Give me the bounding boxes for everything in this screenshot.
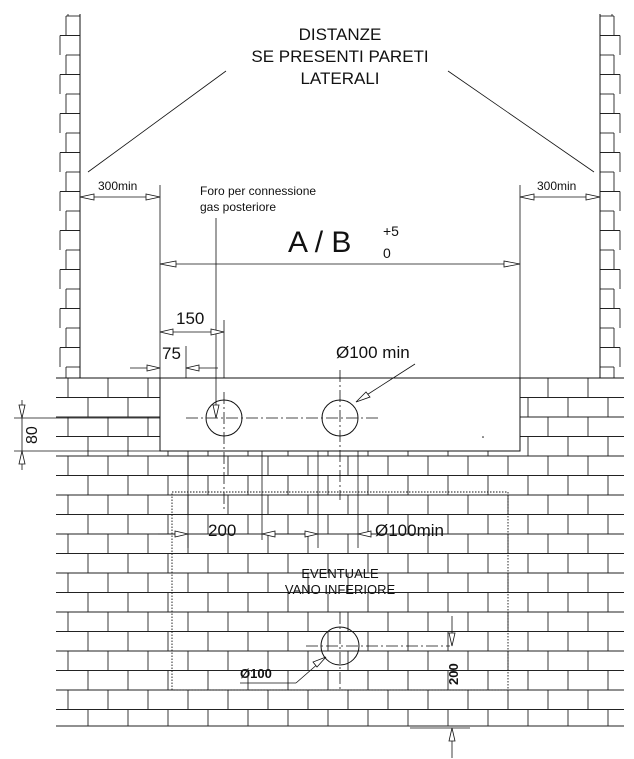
dim-200-arrow-a	[174, 530, 189, 538]
reference-dot	[482, 436, 484, 438]
left-distance-arrow-a	[79, 193, 95, 201]
main-dimension-arrow-b	[503, 260, 521, 268]
right-side-wall	[600, 14, 621, 378]
tolerance-plus: +5	[383, 223, 399, 239]
gas-note-arrow	[212, 404, 220, 419]
dim-80-arrow-a	[18, 404, 26, 419]
top-hole-arrow	[355, 391, 371, 403]
bottom-hole-arrow	[312, 656, 327, 668]
gas-note-line-1: Foro per connessione	[200, 184, 316, 198]
dim-150-arrow-b	[210, 328, 225, 336]
dim-200-vertical-arrow-b	[448, 727, 456, 742]
right-distance-label: 300min	[537, 179, 576, 193]
gas-note-line-2: gas posteriore	[200, 200, 276, 214]
bottom-hole-label: Ø100	[240, 666, 272, 681]
main-dimension-label: A / B	[288, 226, 351, 259]
top-hole-label: Ø100 min	[336, 343, 410, 362]
dim-150-arrow-a	[159, 328, 174, 336]
title-leader-left	[87, 70, 227, 173]
main-dimension-arrow-a	[159, 260, 177, 268]
dim-150-label: 150	[176, 309, 204, 328]
dim-80-label: 80	[24, 426, 41, 444]
right-distance-arrow-a	[519, 193, 535, 201]
top-hole-leader	[361, 363, 416, 399]
left-distance-label: 300min	[98, 179, 137, 193]
title-line-1: DISTANZE	[299, 25, 382, 44]
dim-75-arrow-b	[185, 364, 200, 372]
right-distance-arrow-b	[585, 193, 601, 201]
dim-75-label: 75	[162, 344, 181, 363]
tolerance-zero: 0	[383, 245, 391, 261]
title-line-2: SE PRESENTI PARETI	[251, 47, 428, 66]
duct-arrow-b	[357, 530, 372, 538]
title-line-3: LATERALI	[300, 69, 379, 88]
dim-200-vertical-label: 200	[446, 663, 461, 685]
middle-hole-label: Ø100min	[375, 521, 444, 540]
dim-75-arrow-a	[146, 364, 161, 372]
title-leader-right	[447, 70, 595, 173]
left-side-wall	[59, 14, 80, 378]
dim-80-arrow-b	[18, 450, 26, 465]
dim-200-horizontal-label: 200	[208, 521, 236, 540]
dim-200-arrow-b	[261, 530, 276, 538]
left-distance-arrow-b	[145, 193, 161, 201]
dim-200-vertical-arrow-a	[448, 632, 456, 647]
lower-compartment-line-2: VANO INFERIORE	[285, 582, 396, 597]
duct-arrow-a	[304, 530, 319, 538]
lower-compartment-line-1: EVENTUALE	[301, 566, 379, 581]
